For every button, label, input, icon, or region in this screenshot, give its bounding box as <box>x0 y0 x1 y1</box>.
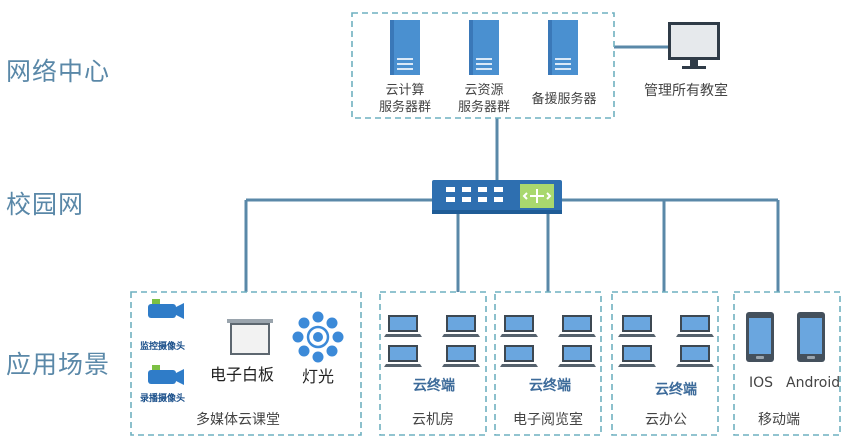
record-camera-label: 录播摄像头 <box>140 394 186 404</box>
android-label: Android <box>786 375 841 391</box>
server-icon <box>548 20 578 75</box>
server-label: 云计算 服务器群 <box>378 83 431 115</box>
laptop-icon <box>500 345 538 367</box>
cloud-room-box <box>379 291 487 436</box>
monitor-label: 管理所有教室 <box>644 83 728 99</box>
reading-room-box <box>494 291 602 436</box>
monitor-camera-label: 监控摄像头 <box>140 342 186 352</box>
phone-icon <box>746 312 774 362</box>
desktop-monitor-icon <box>668 22 720 69</box>
campus-network-label: 校园网 <box>6 190 85 219</box>
laptop-icon <box>558 315 596 337</box>
cloud-room-caption: 云机房 <box>412 412 454 428</box>
whiteboard-label: 电子白板 <box>210 365 275 384</box>
laptop-icon <box>442 315 480 337</box>
server-label: 备援服务器 <box>531 92 597 107</box>
laptop-icon <box>618 315 656 337</box>
mobile-caption: 移动端 <box>758 412 800 428</box>
terminal-label: 云终端 <box>655 382 697 398</box>
laptop-icon <box>676 345 714 367</box>
network-center-label: 网络中心 <box>6 57 111 86</box>
connection-lines <box>244 45 780 292</box>
laptop-icon <box>384 315 422 337</box>
light-icon <box>292 311 344 363</box>
laptop-icon <box>384 345 422 367</box>
laptop-icon <box>558 345 596 367</box>
laptop-icon <box>442 345 480 367</box>
server-icon <box>469 20 499 75</box>
phone-icon <box>797 312 825 362</box>
mobile-box <box>733 291 841 436</box>
terminal-label: 云终端 <box>413 378 455 394</box>
office-box <box>611 291 719 436</box>
office-caption: 云办公 <box>645 412 687 428</box>
multimedia-caption: 多媒体云课堂 <box>196 412 280 428</box>
reading-room-caption: 电子阅览室 <box>513 412 583 428</box>
laptop-icons <box>384 315 714 367</box>
laptop-icon <box>500 315 538 337</box>
camera-icon <box>148 299 184 319</box>
dashed-boxes <box>130 12 841 436</box>
server-icons <box>390 20 578 75</box>
terminal-label: 云终端 <box>529 378 571 394</box>
app-scenarios-label: 应用场景 <box>6 350 111 379</box>
server-label: 云资源 服务器群 <box>457 83 510 115</box>
server-icon <box>390 20 420 75</box>
whiteboard-icon <box>227 319 273 355</box>
ios-label: IOS <box>749 375 774 391</box>
light-label: 灯光 <box>302 367 335 386</box>
multimedia-box <box>130 291 362 436</box>
camera-icon <box>148 365 184 385</box>
server-group-box <box>351 12 615 119</box>
network-switch-icon <box>432 180 562 214</box>
laptop-icon <box>618 345 656 367</box>
laptop-icon <box>676 315 714 337</box>
